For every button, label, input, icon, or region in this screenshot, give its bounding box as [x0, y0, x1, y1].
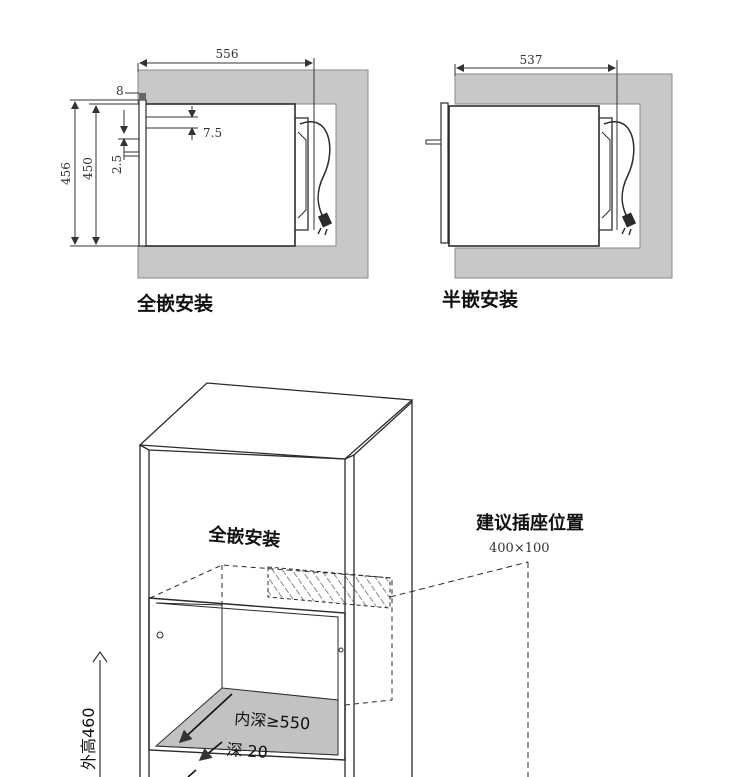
outer-height-label: 外高460 — [79, 707, 98, 770]
front-depth-arrow — [198, 741, 223, 762]
rear-bracket-right — [599, 117, 613, 231]
inner-dim-label: 7.5 — [203, 126, 222, 140]
plug-icon — [317, 212, 333, 236]
offset-dim-label: 2.5 — [110, 155, 124, 174]
power-cord — [299, 121, 331, 223]
half-builtin-section-view: 537 半嵌安装 — [425, 53, 673, 311]
outer-height-dim-label: 456 — [59, 162, 73, 185]
top-gap-block — [139, 93, 146, 100]
inner-height-dim-label: 450 — [81, 157, 95, 180]
niche-front-frame — [148, 597, 346, 761]
oven-front-panel-right — [440, 102, 449, 244]
half-builtin-caption: 半嵌安装 — [442, 288, 518, 311]
cabinet-caption: 全嵌安装 — [207, 523, 282, 551]
front-depth-label: 深 20 — [226, 740, 269, 762]
power-cord-right — [603, 121, 635, 223]
width-dim-label: 556 — [216, 47, 239, 61]
rear-bracket — [295, 117, 309, 231]
fixing-hole — [338, 647, 344, 653]
oven-body-right — [448, 105, 600, 247]
socket-size-label: 400×100 — [489, 541, 550, 556]
oven-handle — [123, 151, 140, 157]
oven-handle-right — [425, 139, 442, 145]
socket-area — [267, 566, 391, 609]
cabinet-3d-view: 全嵌安装 建议插座位置 400×100 内深≥550 深 20 外高460 — [79, 382, 584, 777]
oven-front-panel — [138, 99, 147, 247]
gap-dim-label: 8 — [116, 84, 124, 98]
cabinet-wall-right — [454, 73, 673, 279]
full-builtin-caption: 全嵌安装 — [136, 292, 213, 315]
width-dim-label-right: 537 — [520, 53, 543, 67]
cabinet-top-face — [138, 382, 414, 460]
socket-position-label: 建议插座位置 — [476, 512, 584, 534]
cavity-floor — [154, 687, 339, 756]
plug-icon — [621, 212, 637, 236]
fixing-hole — [156, 631, 164, 639]
inner-depth-arrow — [178, 693, 233, 744]
full-builtin-section-view: 556 8 7.5 2.5 456 450 全嵌安装 — [59, 47, 369, 315]
